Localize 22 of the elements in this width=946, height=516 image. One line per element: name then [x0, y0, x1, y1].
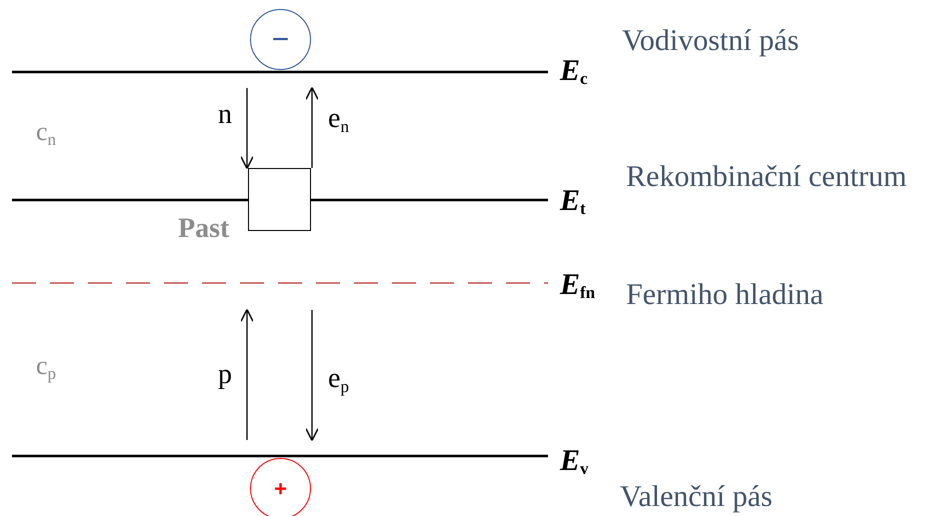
band-label: Rekombinační centrum	[626, 162, 907, 192]
rate-label: c$_{n}$	[36, 118, 56, 151]
band-label: Fermiho hladina	[626, 280, 824, 310]
electron-circle: −	[250, 9, 311, 70]
arrow	[305, 310, 319, 442]
energy-level-symbol: E$_{c}$	[560, 56, 588, 90]
hole-circle: +	[250, 458, 311, 516]
energy-level-symbol: E$_{t}$	[560, 186, 586, 220]
band-label: Valenční pás	[620, 482, 772, 512]
arrow	[240, 308, 254, 440]
energy-level-symbol: E$_{fn}$	[560, 270, 596, 304]
box-caption: Past	[178, 214, 230, 244]
edge-label: n	[218, 100, 232, 130]
arrow	[305, 86, 319, 168]
edge-label: p	[218, 360, 232, 390]
band-label: Vodivostní pás	[622, 26, 799, 56]
edge-label: e$_{n}$	[328, 104, 349, 138]
rate-label: c$_{p}$	[36, 352, 56, 385]
trap-box	[248, 168, 311, 231]
energy-level-symbol: E$_{v}$	[560, 446, 589, 480]
edge-label: e$_{p}$	[328, 364, 349, 398]
arrow	[240, 88, 254, 170]
